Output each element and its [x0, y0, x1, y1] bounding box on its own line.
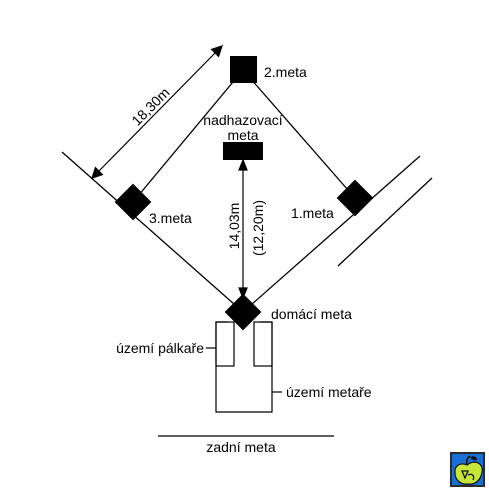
third-foul-line — [61, 151, 244, 313]
pitch-distance-arrow — [238, 158, 248, 300]
batter-box-right — [253, 321, 273, 367]
catcher-box — [215, 321, 273, 413]
pitchers-plate — [223, 142, 263, 160]
second-base — [230, 56, 257, 83]
first-base — [336, 179, 374, 217]
backstop-label: zadní meta — [206, 439, 275, 455]
second-base-label: 2.meta — [264, 64, 307, 80]
pitcher-label-line1: nadhazovací — [203, 112, 283, 128]
second-to-first-line — [242, 69, 356, 199]
catcher-area-label: území metaře — [286, 384, 372, 400]
batter-box-left — [215, 321, 235, 367]
apple-logo-icon — [450, 452, 485, 487]
first-base-label: 1.meta — [291, 205, 334, 221]
batter-catcher-boxes — [206, 321, 282, 413]
third-base — [114, 183, 152, 221]
pitcher-label-line2: meta — [227, 127, 258, 143]
base-distance-label: 18,30m — [128, 84, 172, 128]
first-foul-line — [242, 155, 421, 313]
outfield-fence-line — [337, 177, 433, 267]
third-base-label: 3.meta — [149, 210, 192, 226]
pitch-distance-alt-label: (12,20m) — [250, 200, 266, 256]
pitch-distance-label: 14,03m — [226, 203, 242, 250]
infield-lines — [61, 69, 433, 313]
base-distance-arrow — [91, 45, 223, 179]
home-plate — [224, 293, 262, 331]
batter-area-label: území pálkaře — [116, 340, 204, 356]
second-to-third-line — [132, 69, 244, 203]
home-plate-label: domácí meta — [271, 306, 352, 322]
